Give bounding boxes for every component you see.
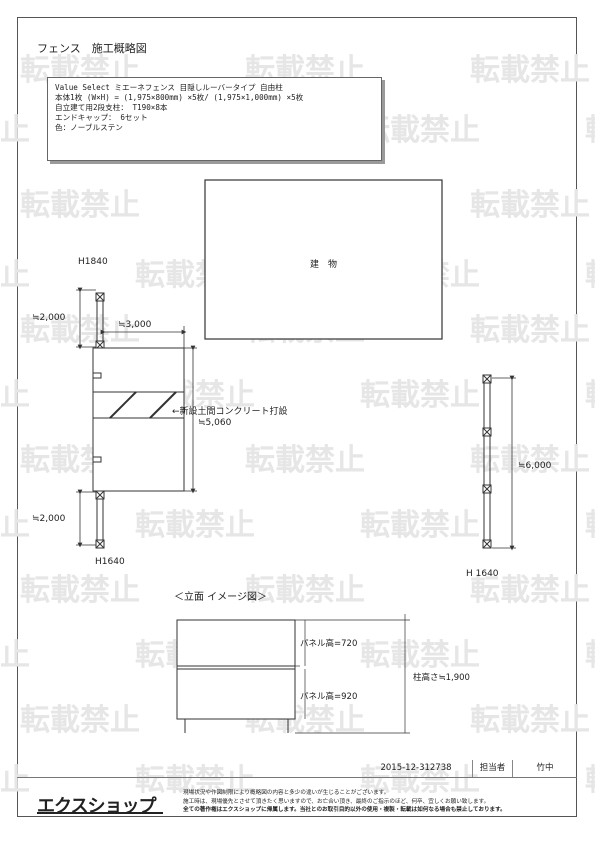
spec-posts: 自立建て用2段支柱： T190×8本 bbox=[55, 103, 168, 112]
person-name: 竹中 bbox=[512, 760, 577, 777]
height-label-bottom: H1640 bbox=[95, 557, 125, 567]
post-height-label: 柱高さ≒1,900 bbox=[413, 673, 470, 683]
logo-underline bbox=[37, 812, 163, 814]
dimension-top: ≒2,000 bbox=[32, 313, 66, 323]
person-label: 担当者 bbox=[472, 760, 512, 777]
concrete-area bbox=[92, 347, 185, 492]
dimension-width: ≒3,000 bbox=[118, 320, 152, 330]
footer-notice: 現場状況や作図制限により概略図の内容と多少の違いが生じることがございます。 施工… bbox=[183, 789, 506, 815]
dimension-right: ≒6,000 bbox=[518, 461, 552, 471]
footer bbox=[17, 777, 577, 818]
logo: エクスショップ bbox=[37, 796, 156, 817]
panel-lower-label: パネル高=920 bbox=[300, 692, 358, 702]
height-label-right: H 1640 bbox=[466, 569, 499, 579]
spec-box: Value Select ミエーネフェンス 目隠しルーバータイプ 自由柱 本体1… bbox=[47, 77, 382, 161]
footer-info: 2015-12-312738 担当者 竹中 bbox=[360, 760, 577, 777]
concrete-note: ←新設土間コンクリート打設 bbox=[172, 407, 288, 417]
dimension-bottom: ≒2,000 bbox=[32, 514, 66, 524]
page-title: フェンス 施工概略図 bbox=[37, 42, 147, 55]
right-fence bbox=[482, 374, 492, 549]
elevation-heading: ＜立面 イメージ図＞ bbox=[174, 592, 267, 603]
spec-panels: 本体1枚 (W×H) = (1,975×800mm) ×5枚/ (1,975×1… bbox=[55, 93, 304, 102]
dimension-concrete: ≒5,060 bbox=[198, 418, 232, 428]
building-rect bbox=[204, 179, 443, 340]
notice-line: 全ての著作権はエクスショップに帰属します。当社とのお取引目的以外の使用・複製・転… bbox=[183, 807, 506, 813]
page-frame bbox=[17, 17, 577, 817]
elevation-drawing bbox=[176, 614, 410, 734]
notice-line: 現場状況や作図制限により概略図の内容と多少の違いが生じることがございます。 bbox=[183, 790, 390, 796]
panel-upper-label: パネル高=720 bbox=[300, 639, 358, 649]
building-label: 建 物 bbox=[310, 260, 338, 270]
doc-number: 2015-12-312738 bbox=[380, 763, 452, 773]
spec-endcaps: エンドキャップ： 6セット bbox=[55, 113, 148, 122]
spec-product: Value Select ミエーネフェンス 目隠しルーバータイプ 自由柱 bbox=[55, 83, 283, 92]
notice-line: 施工時は、現場優先とさせて頂きたく思いますので、お亡合い頂き、最終のご指示のほど… bbox=[183, 798, 490, 805]
height-label-top: H1840 bbox=[78, 257, 108, 267]
spec-color: 色：ノーブルステン bbox=[55, 123, 123, 132]
dimension-lines bbox=[76, 287, 516, 551]
